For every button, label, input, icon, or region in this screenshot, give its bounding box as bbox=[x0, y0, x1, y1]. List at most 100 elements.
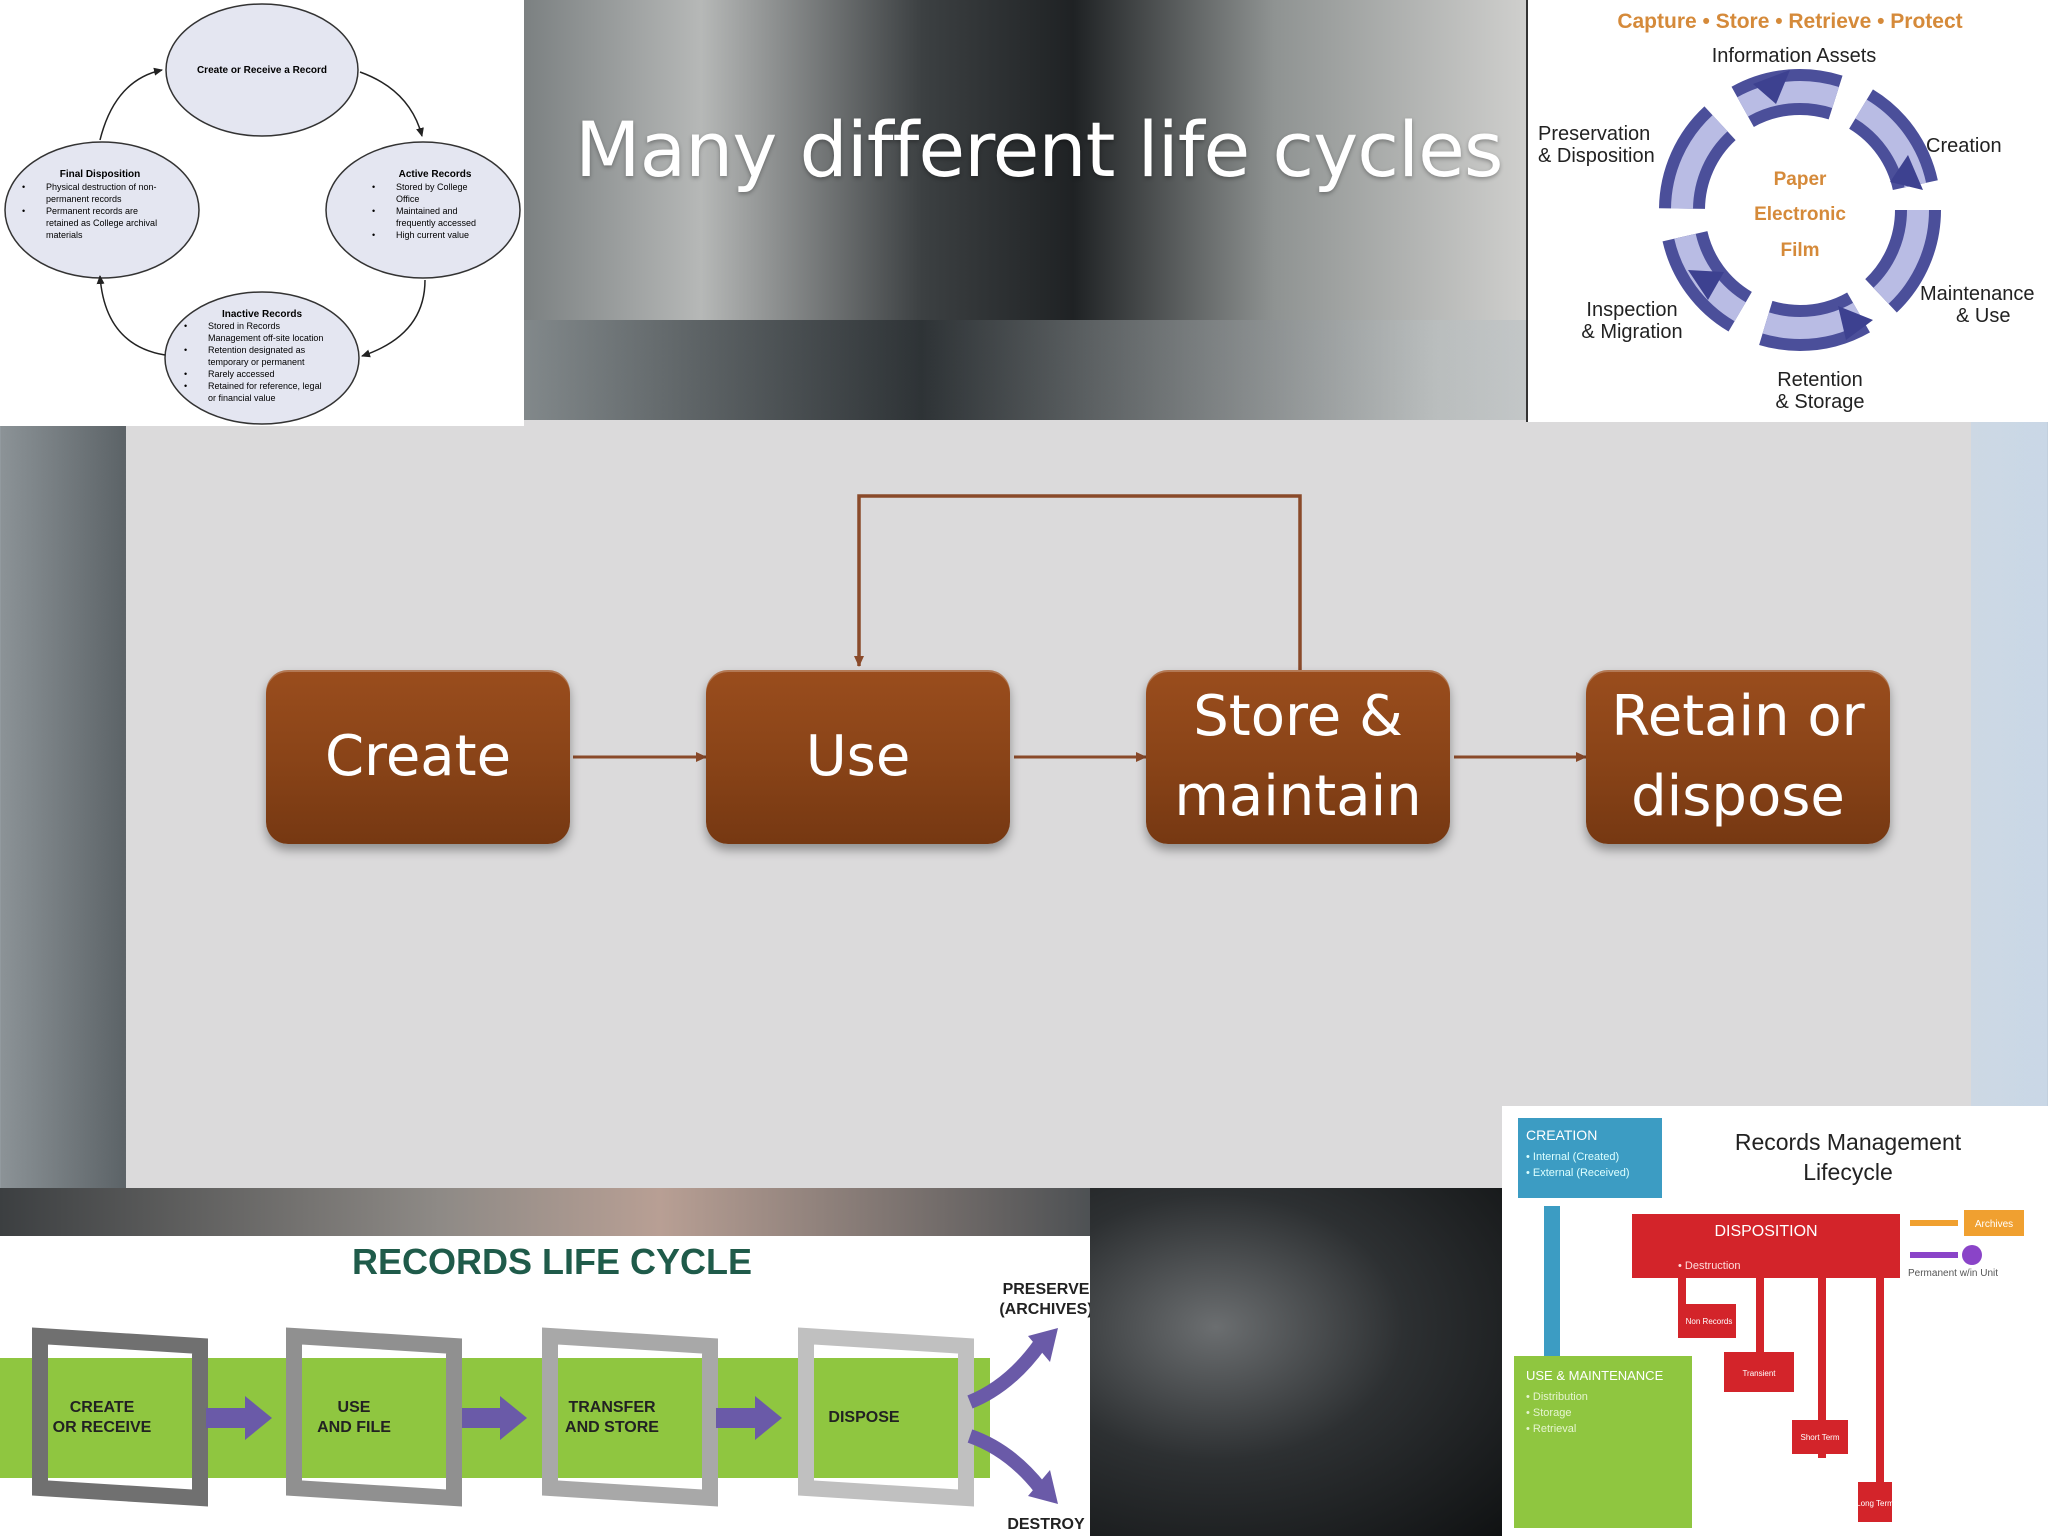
tl-right-bullet: Office bbox=[396, 194, 419, 204]
ring-arrows bbox=[1659, 69, 1941, 351]
step-store-box: Store & maintain bbox=[1146, 670, 1450, 844]
br-creation-item: • External (Received) bbox=[1526, 1167, 1630, 1179]
tr-stage-label: & Migration bbox=[1581, 321, 1682, 343]
br-title-line2: Lifecycle bbox=[1803, 1159, 1892, 1185]
background-top-band bbox=[520, 0, 1526, 320]
tr-center: Paper bbox=[1774, 169, 1827, 190]
br-archive-connector bbox=[1910, 1220, 1958, 1226]
tr-stage-label: Retention bbox=[1777, 369, 1863, 391]
tl-left-bullet: retained as College archival bbox=[46, 218, 157, 228]
tl-right-title: Active Records bbox=[399, 169, 472, 180]
bl-step-label: AND FILE bbox=[317, 1419, 391, 1436]
svg-text:•: • bbox=[184, 369, 187, 379]
main-diagram-panel: Create Use Store & maintain Retain or di… bbox=[126, 420, 1971, 1188]
br-archives-box bbox=[1964, 1210, 2024, 1236]
br-use-item: • Distribution bbox=[1526, 1391, 1588, 1403]
step-create-box: Create bbox=[266, 670, 570, 844]
tl-bottom-bullet: Rarely accessed bbox=[208, 369, 275, 379]
bl-step-label: OR RECEIVE bbox=[53, 1419, 152, 1436]
tr-header: Capture • Store • Retrieve • Protect bbox=[1617, 10, 1962, 33]
tl-right-bullet: High current value bbox=[396, 230, 469, 240]
br-creation-item: • Internal (Created) bbox=[1526, 1151, 1619, 1163]
tl-left-bullet: materials bbox=[46, 230, 83, 240]
cycle-ellipses bbox=[4, 3, 521, 425]
slide-title: Many different life cycles bbox=[575, 105, 1503, 194]
br-use-maint-box bbox=[1514, 1356, 1692, 1528]
svg-text:•: • bbox=[184, 345, 187, 355]
bl-outcome-label: (ARCHIVES) bbox=[999, 1301, 1090, 1318]
br-tag: Transient bbox=[1742, 1369, 1776, 1378]
tl-left-bullet: permanent records bbox=[46, 194, 122, 204]
tl-left-title: Final Disposition bbox=[60, 169, 141, 180]
br-disposition-box bbox=[1632, 1214, 1900, 1278]
bl-title: RECORDS LIFE CYCLE bbox=[352, 1241, 752, 1282]
bl-outcome-label: DESTROY bbox=[1007, 1516, 1085, 1533]
tl-bottom-bullet: Retention designated as bbox=[208, 345, 306, 355]
step-store-label: Store & maintain bbox=[1174, 684, 1422, 829]
tr-stage-label: Preservation bbox=[1538, 123, 1650, 145]
tl-bottom-bullet: Management off-site location bbox=[208, 333, 323, 343]
br-use-maint-label: USE & MAINTENANCE bbox=[1526, 1368, 1664, 1383]
svg-text:•: • bbox=[372, 230, 375, 240]
br-red-columns bbox=[1678, 1278, 1892, 1522]
thumbnail-records-life-cycle: RECORDS LIFE CYCLE CREATE OR RECEIVE USE… bbox=[0, 1236, 1090, 1536]
tl-bottom-title: Inactive Records bbox=[222, 309, 302, 320]
br-use-item: • Retrieval bbox=[1526, 1423, 1576, 1435]
tl-bottom-bullet: or financial value bbox=[208, 393, 276, 403]
svg-text:•: • bbox=[22, 206, 25, 216]
step-use-label: Use bbox=[805, 724, 911, 789]
thumbnail-records-management-lifecycle: CREATION • Internal (Created) • External… bbox=[1502, 1106, 2048, 1536]
bl-step-label: DISPOSE bbox=[828, 1409, 899, 1426]
tl-top-label: Create or Receive a Record bbox=[197, 65, 327, 76]
bl-frames bbox=[32, 1327, 974, 1507]
tl-bottom-bullets: • Stored in Records Management off-site l… bbox=[184, 321, 323, 403]
tr-stage-label: Information Assets bbox=[1712, 45, 1877, 67]
cycle-arrows bbox=[96, 67, 426, 358]
tr-stage-label: & Use bbox=[1956, 305, 2010, 327]
br-archives-label: Archives bbox=[1975, 1219, 2013, 1230]
tl-bottom-bullet: Stored in Records bbox=[208, 321, 281, 331]
tl-left-bullet: Permanent records are bbox=[46, 206, 138, 216]
step-use-box: Use bbox=[706, 670, 1010, 844]
tl-right-bullet: Stored by College bbox=[396, 182, 468, 192]
svg-text:•: • bbox=[372, 182, 375, 192]
svg-text:•: • bbox=[22, 182, 25, 192]
tl-left-bullet: Physical destruction of non- bbox=[46, 182, 157, 192]
bl-arrows bbox=[206, 1328, 1058, 1504]
tr-stage-label: & Disposition bbox=[1538, 145, 1655, 167]
bl-step-label: USE bbox=[338, 1399, 371, 1416]
bl-outcome-label: PRESERVE bbox=[1003, 1281, 1090, 1298]
br-tag: Long Term bbox=[1856, 1499, 1894, 1508]
tr-stage-label: Maintenance bbox=[1920, 283, 2035, 305]
br-title-line1: Records Management bbox=[1735, 1129, 1962, 1155]
svg-text:•: • bbox=[184, 381, 187, 391]
tl-right-bullet: frequently accessed bbox=[396, 218, 476, 228]
bl-step-label: AND STORE bbox=[565, 1419, 659, 1436]
thumbnail-records-cycle-diagram: Create or Receive a Record Active Record… bbox=[0, 0, 524, 426]
tl-right-bullets: • Stored by College Office • Maintained an… bbox=[372, 182, 476, 240]
br-destruction: • Destruction bbox=[1678, 1260, 1741, 1272]
tl-bottom-bullet: Retained for reference, legal bbox=[208, 381, 322, 391]
svg-text:•: • bbox=[372, 206, 375, 216]
svg-text:•: • bbox=[184, 321, 187, 331]
br-tag: Non Records bbox=[1686, 1317, 1733, 1326]
tl-bottom-bullet: temporary or permanent bbox=[208, 357, 305, 367]
br-disposition-label: DISPOSITION bbox=[1714, 1223, 1817, 1240]
loop-arrow-store-to-use bbox=[854, 494, 1302, 670]
br-use-item: • Storage bbox=[1526, 1407, 1571, 1419]
br-creation-box bbox=[1518, 1118, 1662, 1198]
tr-stage-label: Creation bbox=[1926, 135, 2002, 157]
tr-center: Film bbox=[1780, 240, 1819, 261]
step-retain-box: Retain or dispose bbox=[1586, 670, 1890, 844]
tr-stage-label: & Storage bbox=[1776, 391, 1865, 413]
br-permanent-label: Permanent w/in Unit bbox=[1908, 1268, 1998, 1279]
br-permanent-connector bbox=[1910, 1252, 1958, 1258]
flow-connectors bbox=[573, 494, 1587, 762]
tr-center: Electronic bbox=[1754, 204, 1846, 225]
background-bottom-dark bbox=[1090, 1188, 1510, 1536]
tl-left-bullets: • Physical destruction of non- permanent … bbox=[22, 182, 157, 240]
thumbnail-information-assets-cycle: Capture • Store • Retrieve • Protect Pap… bbox=[1526, 0, 2048, 422]
bl-step-label: TRANSFER bbox=[568, 1399, 656, 1416]
br-creation-label: CREATION bbox=[1526, 1127, 1597, 1143]
tl-right-bullet: Maintained and bbox=[396, 206, 458, 216]
